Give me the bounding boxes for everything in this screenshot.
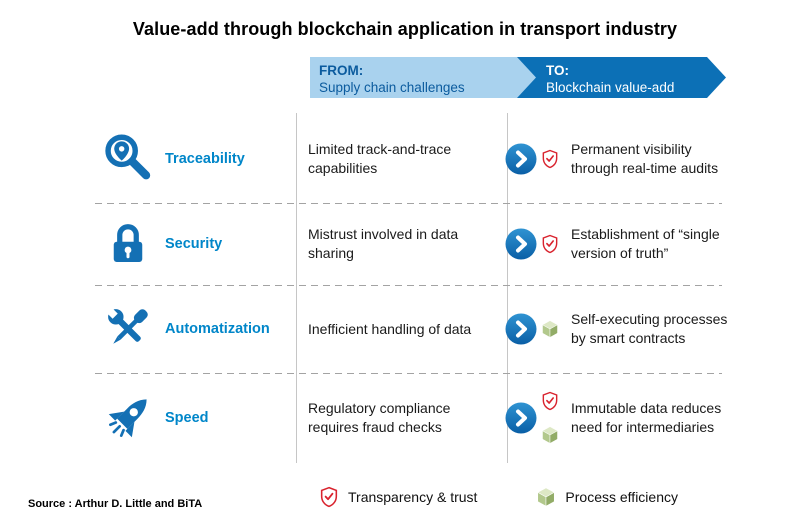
row-security: Security Mistrust involved in data shari… <box>90 203 735 285</box>
row-automatization: Automatization Inefficient handling of d… <box>90 285 735 373</box>
page-title: Value-add through blockchain application… <box>132 19 678 39</box>
category-icon-cell <box>90 389 165 447</box>
cube-icon <box>535 486 557 508</box>
category-label: Traceability <box>165 151 245 167</box>
row-speed: Speed Regulatory compliance requires fra… <box>90 373 735 462</box>
row-divider <box>95 203 722 204</box>
row-traceability: Traceability Limited track-and-trace cap… <box>90 115 735 203</box>
legend-item-efficiency: Process efficiency <box>535 486 678 508</box>
banner-to: TO: Blockchain value-add <box>516 57 726 98</box>
banner-from: FROM: Supply chain challenges <box>310 57 536 98</box>
chevron-right-circle-icon <box>505 313 537 345</box>
row-divider <box>95 373 722 374</box>
shield-check-icon <box>540 234 560 254</box>
banner-from-sublabel: Supply chain challenges <box>319 80 465 95</box>
legend-label: Process efficiency <box>565 489 678 505</box>
from-text: Mistrust involved in data sharing <box>308 226 459 261</box>
from-text: Limited track-and-trace capabilities <box>308 141 452 176</box>
to-icon-cell <box>537 319 563 339</box>
magnifier-pin-icon <box>99 130 157 188</box>
chevron-cell <box>491 402 537 434</box>
to-text: Self-executing processes by smart contra… <box>571 311 728 346</box>
to-text: Immutable data reduces need for intermed… <box>571 399 722 435</box>
category-label: Automatization <box>165 321 270 337</box>
source-note: Source : Arthur D. Little and BiTA <box>28 498 203 510</box>
legend-label: Transparency & trust <box>348 489 478 505</box>
rocket-icon <box>99 389 157 447</box>
column-divider-left <box>296 113 297 463</box>
to-text: Permanent visibility through real-time a… <box>571 141 719 176</box>
banner-from-label: FROM: <box>319 63 364 78</box>
category-icon-cell <box>90 130 165 188</box>
shield-check-icon <box>540 149 560 169</box>
cube-icon <box>540 319 560 339</box>
from-text: Inefficient handling of data <box>308 320 472 337</box>
from-text: Regulatory compliance requires fraud che… <box>308 399 451 435</box>
legend-item-transparency: Transparency & trust <box>318 486 477 508</box>
chevron-cell <box>491 143 537 175</box>
category-icon-cell <box>90 300 165 358</box>
category-label: Security <box>165 236 223 252</box>
to-icon-cell <box>537 149 563 169</box>
row-divider <box>95 285 722 286</box>
padlock-icon <box>104 220 152 268</box>
banner-to-label: TO: <box>546 63 569 78</box>
chevron-right-circle-icon <box>505 228 537 260</box>
chevron-cell <box>491 313 537 345</box>
chevron-cell <box>491 228 537 260</box>
column-divider-right <box>507 113 508 463</box>
category-label: Speed <box>165 409 209 426</box>
tools-icon <box>99 300 157 358</box>
chevron-right-circle-icon <box>505 143 537 175</box>
shield-check-icon <box>540 391 560 411</box>
to-icon-cell <box>537 234 563 254</box>
to-icon-cell <box>537 391 563 445</box>
legend: Transparency & trust Process efficiency <box>318 486 678 508</box>
category-icon-cell <box>90 220 165 268</box>
banner-to-sublabel: Blockchain value-add <box>546 80 675 95</box>
chevron-right-circle-icon <box>505 402 537 434</box>
cube-icon <box>540 425 560 445</box>
to-text: Establishment of “single version of trut… <box>571 226 720 261</box>
shield-check-icon <box>318 486 340 508</box>
